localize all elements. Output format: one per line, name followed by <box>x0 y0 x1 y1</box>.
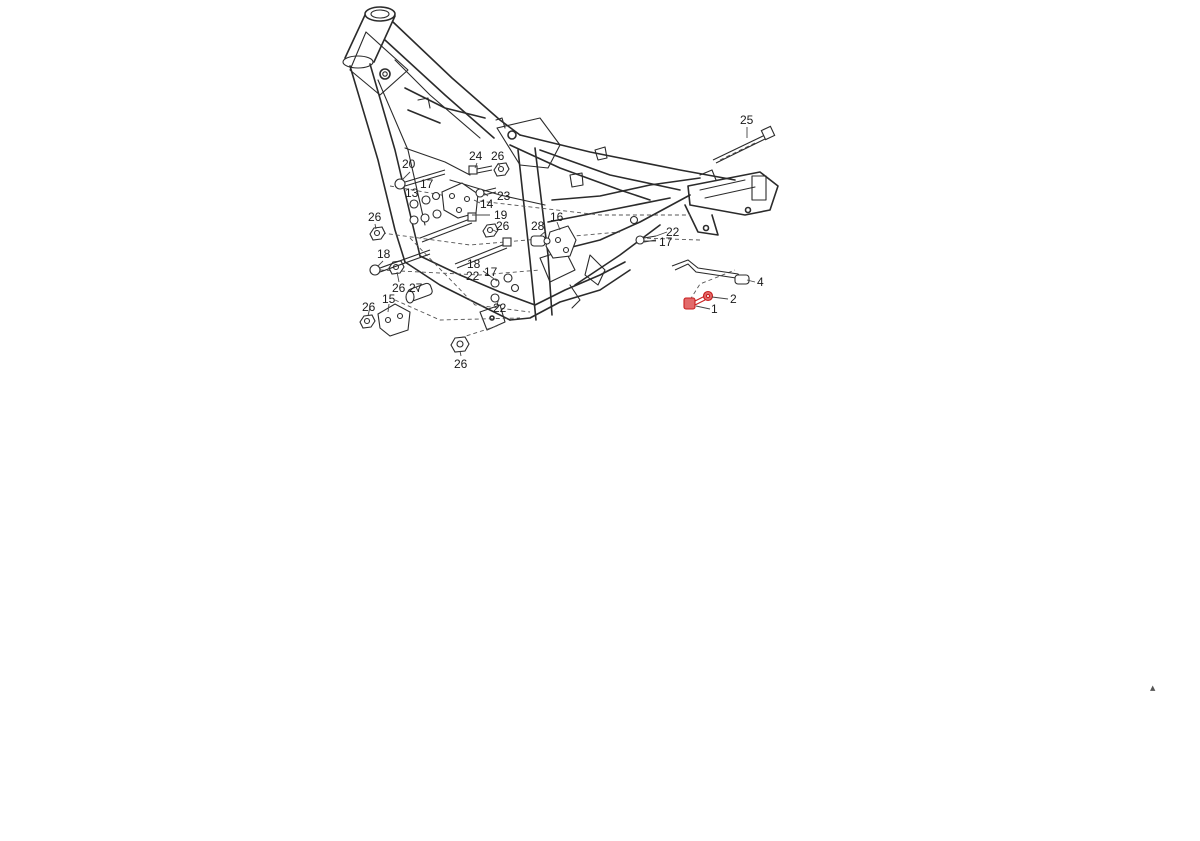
part-26-nut-upper <box>493 162 510 177</box>
callout-22-mid: 22 <box>466 269 480 283</box>
callout-17-upper: 17 <box>420 177 434 191</box>
head-gusset <box>349 31 409 96</box>
part-22-bolt-right <box>629 215 657 245</box>
part-25-long-bolt <box>712 125 776 164</box>
callout-20: 20 <box>402 157 416 171</box>
part-17-washers-lower <box>490 273 520 303</box>
callout-19: 19 <box>494 208 508 222</box>
callout-24: 24 <box>469 149 483 163</box>
part-2-washer-highlighted <box>702 290 714 302</box>
steering-head-tube <box>344 14 396 63</box>
callout-22-lower: 22 <box>493 301 507 315</box>
part-18-bolt-lower <box>454 237 512 269</box>
part-15-plate <box>377 303 411 337</box>
front-down-tube <box>349 65 406 263</box>
callout-28: 28 <box>531 219 545 233</box>
callout-1: 1 <box>711 302 718 316</box>
callout-27: 27 <box>409 281 423 295</box>
part-16-bracket <box>545 225 577 259</box>
part-13-spacer <box>409 191 442 225</box>
part-19-long-bolt <box>419 212 477 243</box>
callout-26-left: 26 <box>368 210 382 224</box>
callout-14: 14 <box>480 197 494 211</box>
lower-cradle-tube <box>404 261 511 321</box>
callout-26-lower: 26 <box>362 300 376 314</box>
callout-17-mid: 17 <box>484 265 498 279</box>
part-26-nut-lower <box>359 314 376 329</box>
callout-16: 16 <box>550 210 564 224</box>
part-14-mount-plate <box>441 182 479 219</box>
rear-fender-bracket <box>687 171 779 216</box>
callout-17-right: 17 <box>659 235 673 249</box>
part-26-nut-left <box>369 226 386 241</box>
callout-18-left: 18 <box>377 247 391 261</box>
corner-mark: ▲ <box>1150 684 1156 692</box>
part-26-nut-bottom <box>450 336 470 353</box>
backbone-tube <box>392 21 521 136</box>
callout-4: 4 <box>757 275 764 289</box>
part-23-bolt <box>475 187 497 198</box>
upper-rear-rail <box>519 134 736 181</box>
part-18-bolt-upper <box>369 249 431 276</box>
callout-13: 13 <box>405 186 419 200</box>
callout-23: 23 <box>497 189 511 203</box>
part-4-clamp <box>671 259 750 285</box>
part-24-bolt <box>468 165 493 175</box>
part-28-collar <box>530 235 551 247</box>
part-26-nut-center <box>482 223 499 238</box>
callout-26-bottom: 26 <box>454 357 468 371</box>
steering-head-top <box>364 6 396 22</box>
callout-18-mid: 18 <box>467 257 481 271</box>
callout-26-upper: 26 <box>491 149 505 163</box>
callout-labels: 25 20 24 26 17 13 23 14 19 26 26 28 16 2… <box>362 113 764 371</box>
callout-26-center: 26 <box>496 219 510 233</box>
rear-stay <box>551 177 701 201</box>
leader-lines <box>367 127 756 357</box>
callout-26-mid: 26 <box>392 281 406 295</box>
center-junction <box>496 117 561 169</box>
callout-2: 2 <box>730 292 737 306</box>
part-27-spacer <box>405 282 433 304</box>
callout-25: 25 <box>740 113 754 127</box>
part-20-bolt <box>394 169 446 190</box>
callout-22-right: 22 <box>666 225 680 239</box>
callout-15: 15 <box>382 292 396 306</box>
